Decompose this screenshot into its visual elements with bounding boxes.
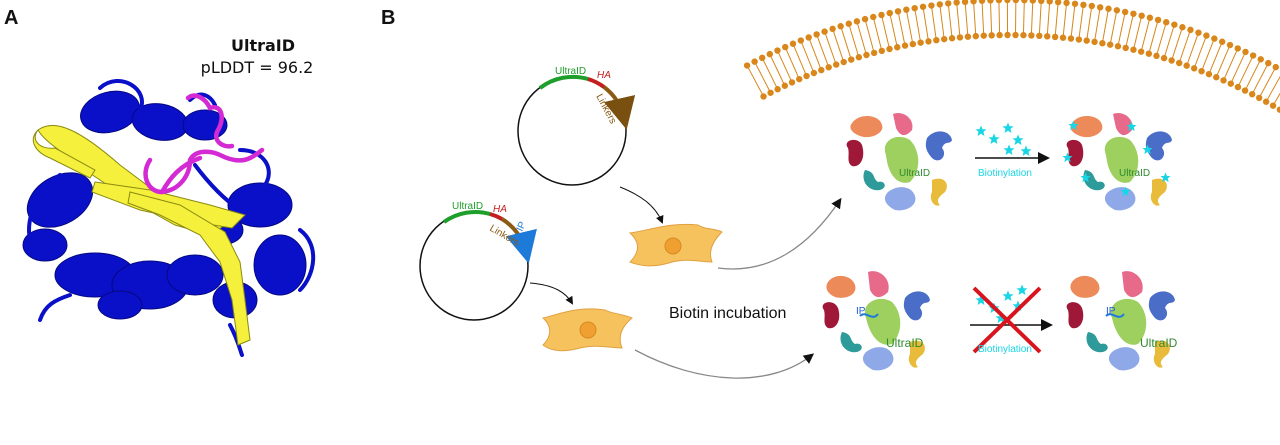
arrow-plasmid-bottom-to-cell	[529, 282, 574, 305]
plasmid-bottom-ultraid-segment	[442, 210, 491, 224]
plasmid-bottom-ultraid-label: UltraID	[452, 201, 483, 212]
arrow-plasmid-top-to-cell	[619, 186, 664, 224]
ip-label-bottom: IP	[856, 306, 866, 317]
protein-cluster-top-after: UltraID	[1062, 112, 1172, 211]
plasmid-bottom-ip-segment	[505, 228, 537, 264]
protein-cluster-top-before: UltraID	[846, 112, 952, 211]
arrow-cell-top-to-proteins	[717, 197, 842, 270]
plasmid-top-ultraid-label: UltraID	[555, 66, 586, 77]
ultraid-label-top: UltraID	[899, 168, 930, 179]
plasmid-bottom: UltraID HA Linkers IP	[419, 201, 537, 321]
protein-cluster-bottom-after: IP UltraID	[1066, 271, 1178, 371]
ultraid-enzyme-bottom	[864, 298, 901, 345]
ip-bait-bottom	[859, 313, 879, 318]
biotin-incubation-label: Biotin incubation	[669, 305, 786, 322]
panel-b-letter: B	[381, 7, 395, 29]
biotinylation-label-top: Biotinylation	[978, 168, 1032, 179]
protein-title: UltraID	[231, 36, 295, 55]
plasmid-top-ha-segment	[587, 77, 606, 89]
cell-bottom-nucleus	[579, 321, 597, 339]
cross-mark	[972, 286, 1042, 354]
cell-top-nucleus	[664, 237, 682, 255]
plasmid-bottom-ha-label: HA	[493, 204, 507, 215]
panel-a-letter: A	[4, 7, 18, 29]
protein-structure	[22, 79, 316, 357]
plasmid-bottom-ha-segment	[489, 212, 503, 221]
plasmid-top-linker-segment	[602, 85, 636, 130]
plasmid-top: UltraID HA Linkers	[517, 66, 636, 186]
plasmid-bottom-ip-label: IP	[515, 220, 529, 234]
plasmid-top-ha-label: HA	[597, 70, 611, 81]
plasmid-top-ultraid-segment	[538, 74, 589, 90]
cell-top	[628, 223, 723, 267]
ultraid-label-top-after: UltraID	[1119, 168, 1150, 179]
plddt-score: pLDDT = 96.2	[201, 58, 314, 77]
ultraid-label-bottom: UltraID	[886, 336, 924, 350]
ultraid-label-bottom-after: UltraID	[1140, 336, 1178, 350]
cell-bottom	[541, 308, 633, 352]
biotin-stars-top	[975, 122, 1032, 156]
arrow-cell-bottom-to-proteins	[634, 349, 815, 379]
biotinylation-label-bottom: Biotinylation	[978, 344, 1032, 355]
ultraid-enzyme-top	[884, 136, 919, 183]
ip-label-bottom-after: IP	[1106, 306, 1116, 317]
cell-membrane	[743, 0, 1280, 113]
protein-cluster-bottom-before: IP UltraID	[822, 271, 930, 371]
